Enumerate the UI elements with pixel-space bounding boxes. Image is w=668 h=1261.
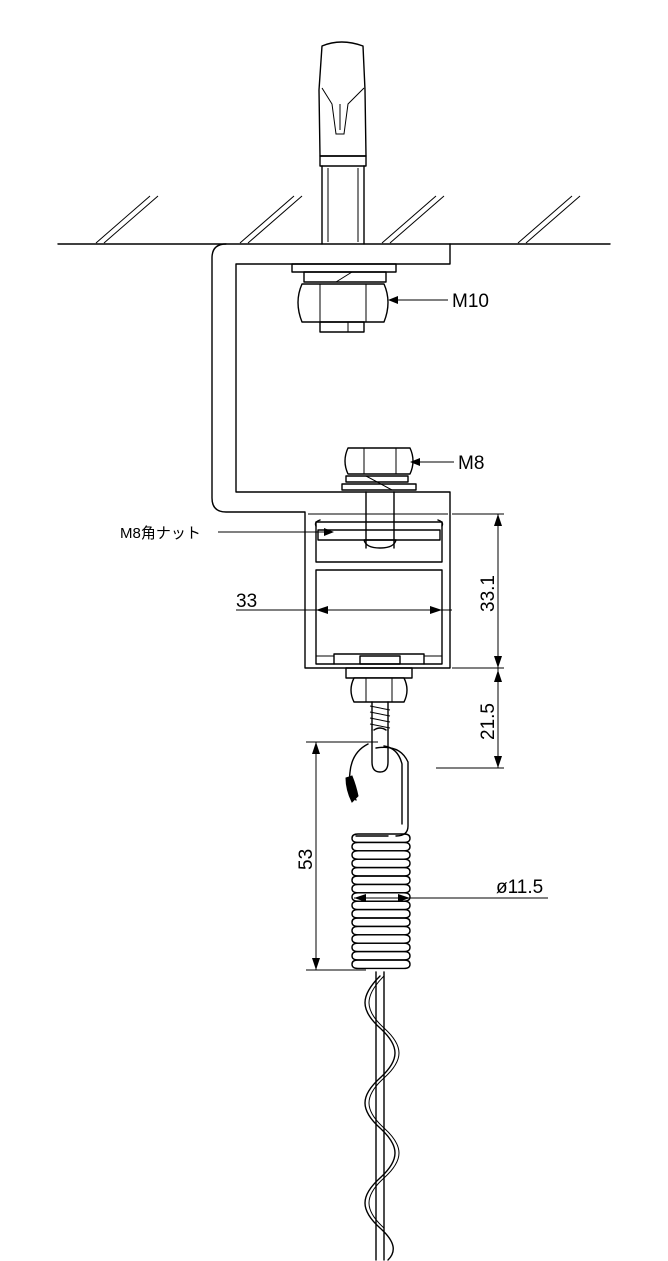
m10-nut (291, 263, 397, 333)
dim-spring-length: 53 (296, 849, 317, 870)
spring-coil (351, 942, 411, 953)
dimension-53: 53 (296, 741, 378, 971)
spring-coil (351, 866, 411, 877)
callout-m10: M10 (388, 291, 489, 312)
dimension-33-1: 33.1 (452, 513, 504, 669)
spring-coil (351, 900, 411, 911)
dim-bracket-height: 33.1 (478, 575, 499, 612)
callout-square-nut: M8角ナット (120, 525, 334, 542)
spring-hook (345, 743, 409, 837)
lower-nut (345, 667, 413, 703)
spring-coil (351, 908, 411, 919)
m8-bolt (341, 447, 417, 549)
label-square-nut: M8角ナット (120, 525, 201, 542)
spring-coil (351, 959, 411, 970)
ceiling-slab (57, 195, 611, 245)
threaded-rod (369, 701, 391, 773)
spring-coil (351, 950, 411, 961)
callout-m8: M8 (410, 453, 484, 474)
label-m8: M8 (458, 453, 484, 474)
spring-coils (351, 833, 411, 970)
dimension-21-5: 21.5 (436, 668, 504, 769)
dim-bracket-width: 33 (236, 591, 257, 612)
spring-coil (351, 934, 411, 944)
spring-coil (351, 875, 411, 886)
z-bracket (211, 243, 451, 669)
dim-spring-diameter: ø11.5 (496, 877, 543, 898)
dimension-dia-11-5: ø11.5 (354, 877, 548, 902)
dim-drop: 21.5 (478, 703, 499, 740)
twisted-wire (364, 971, 400, 1261)
spring-coil (351, 883, 411, 894)
spring-coil (351, 858, 411, 869)
spring-coil (351, 925, 411, 936)
square-nut-block (314, 519, 444, 665)
spring-coil (351, 841, 411, 852)
spring-coil (351, 917, 411, 928)
spring-coil (351, 850, 411, 860)
label-m10: M10 (452, 291, 489, 312)
dimension-33: 33 (236, 591, 452, 614)
anchor-bolt (318, 41, 367, 245)
